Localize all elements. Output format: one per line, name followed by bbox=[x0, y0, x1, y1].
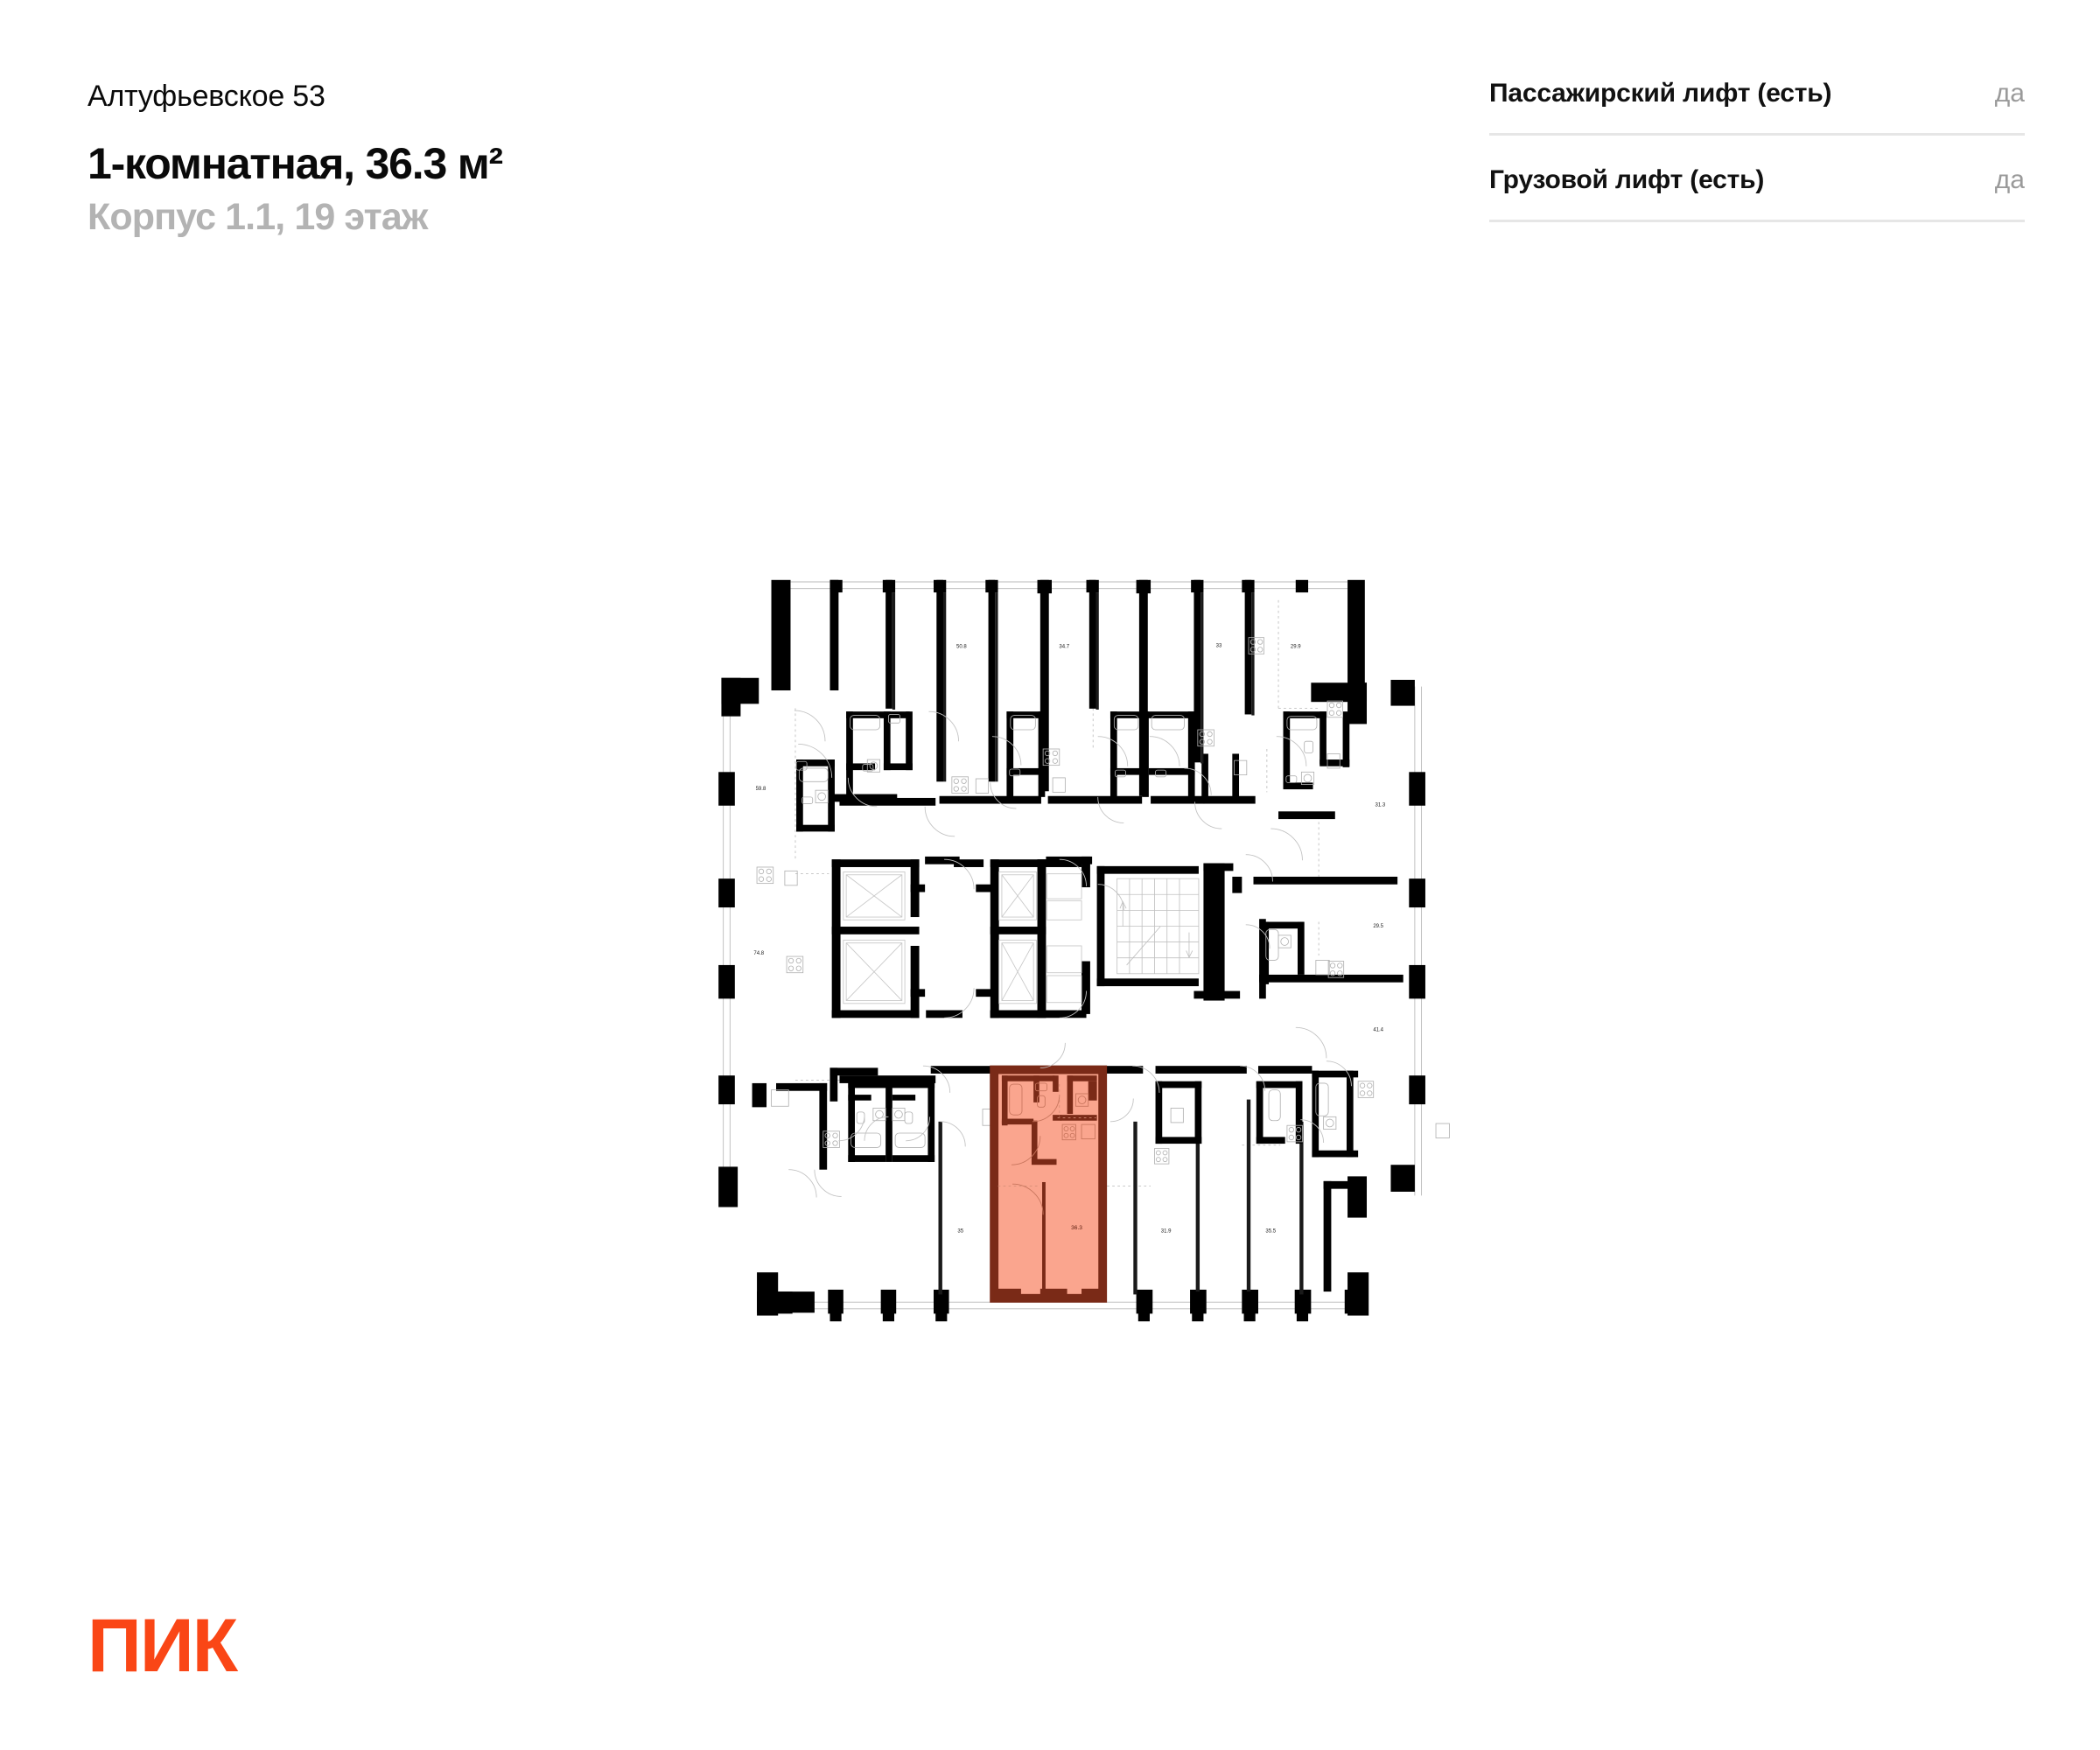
unit-subtitle: Корпус 1.1, 19 этаж bbox=[88, 196, 428, 239]
header-left: Алтуфьевское 53 1-комнатная, 36.3 м² Кор… bbox=[88, 79, 503, 240]
area-label: 74.8 bbox=[753, 951, 764, 956]
area-label: 35.5 bbox=[1265, 1229, 1276, 1235]
area-label: 29.9 bbox=[1291, 645, 1301, 650]
plumbing-fixtures bbox=[756, 637, 1450, 1165]
staircase-icon bbox=[1116, 878, 1200, 975]
area-label: 33 bbox=[1216, 644, 1222, 649]
complex-name: Алтуфьевское 53 bbox=[88, 80, 326, 113]
info-row-freight-lift: Грузовой лифт (есть) да bbox=[1489, 136, 2025, 222]
floorplan-svg[interactable]: 36.3 59.8 74.8 50.8 34.7 33 29.9 31.3 29… bbox=[350, 542, 1802, 1330]
area-label: 34.7 bbox=[1059, 645, 1069, 650]
area-label: 31.9 bbox=[1161, 1229, 1172, 1235]
page-title: 1-комнатная, 36.3 м² bbox=[88, 138, 503, 188]
area-label: 50.8 bbox=[956, 645, 967, 650]
info-row-passenger-lift: Пассажирский лифт (есть) да bbox=[1489, 79, 2025, 136]
area-label: 31.3 bbox=[1376, 802, 1386, 808]
area-label: 29.5 bbox=[1373, 924, 1383, 929]
info-value: да bbox=[1994, 165, 2025, 194]
area-labels: 59.8 74.8 50.8 34.7 33 29.9 31.3 29.5 41… bbox=[753, 644, 1385, 1235]
elevator-cab-icon bbox=[843, 872, 1082, 1004]
area-label: 35 bbox=[957, 1229, 963, 1235]
info-value: да bbox=[1994, 79, 2025, 108]
floorplan-drawing[interactable]: 36.3 59.8 74.8 50.8 34.7 33 29.9 31.3 29… bbox=[350, 542, 1802, 1330]
zoning-dotted-lines bbox=[794, 599, 1320, 1186]
area-label: 41.4 bbox=[1373, 1028, 1383, 1033]
info-panel: Пассажирский лифт (есть) да Грузовой лиф… bbox=[1489, 79, 2025, 222]
info-label: Пассажирский лифт (есть) bbox=[1489, 79, 1832, 108]
pik-logo[interactable]: ПИК bbox=[88, 1604, 238, 1688]
area-label: 59.8 bbox=[756, 787, 766, 792]
highlighted-apartment[interactable]: 36.3 bbox=[990, 1042, 1108, 1303]
highlighted-area-label: 36.3 bbox=[1071, 1225, 1082, 1231]
info-label: Грузовой лифт (есть) bbox=[1489, 165, 1765, 194]
